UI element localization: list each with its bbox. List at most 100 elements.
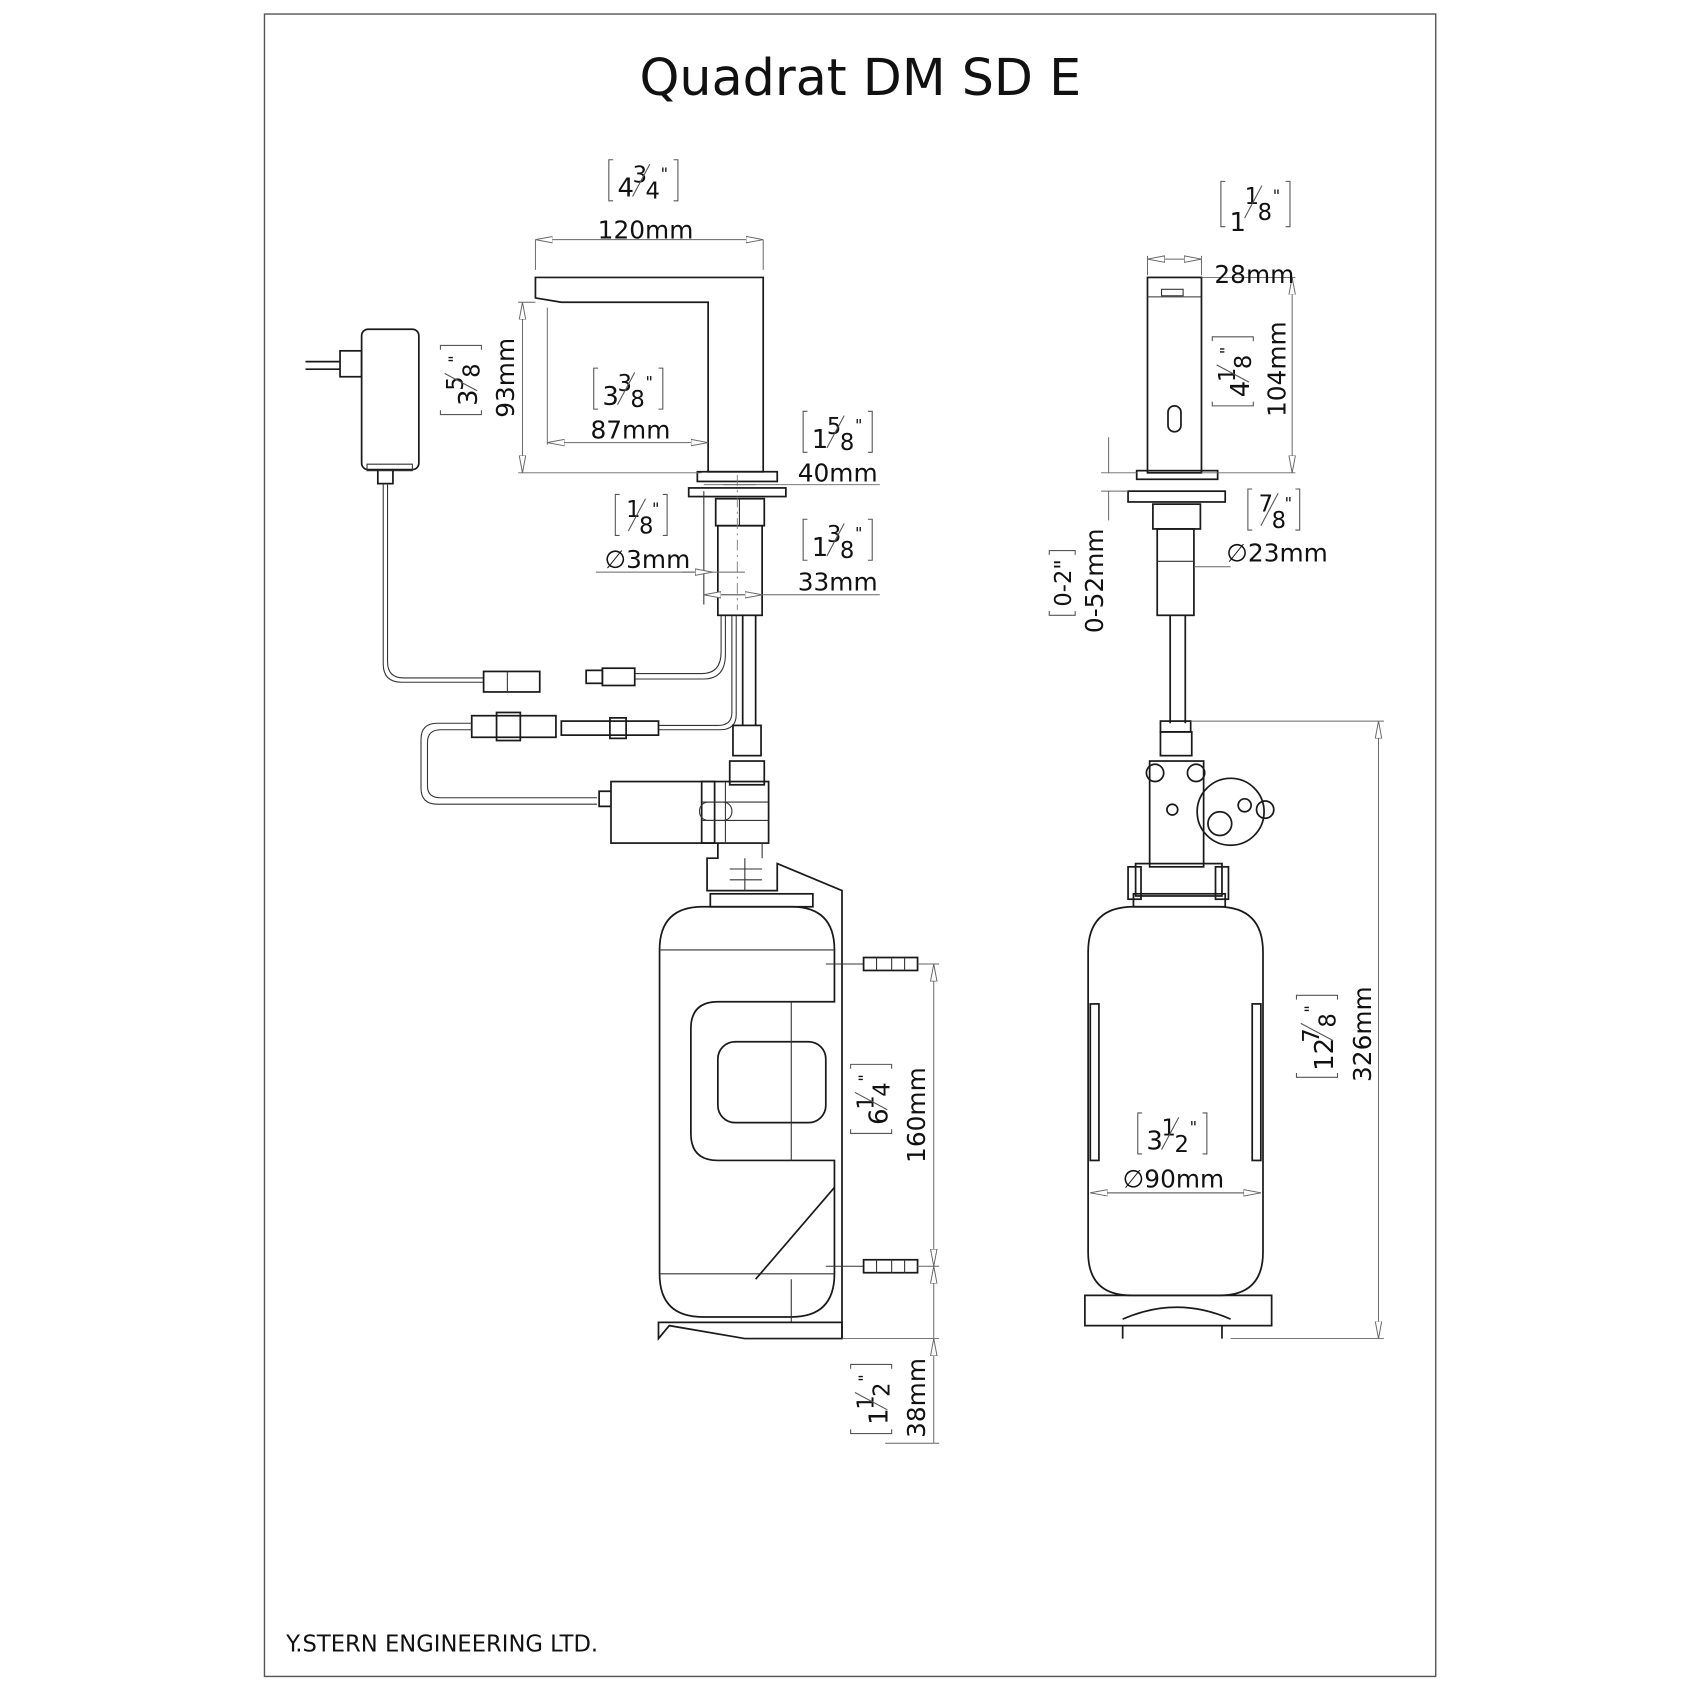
tank-window [716,1040,827,1124]
svg-text:4: 4 [646,179,660,205]
svg-text:": " [652,499,659,518]
dim-tank-height-inch: 12 7 8 " [1295,994,1341,1078]
svg-text:3: 3 [827,522,841,548]
svg-text:4: 4 [617,173,633,203]
svg-text:1: 1 [1215,368,1241,382]
upper-connector-pin [825,956,919,972]
svg-text:": " [1217,347,1236,354]
shank [716,524,763,617]
svg-text:8: 8 [1315,1013,1341,1027]
dim-body-width-inch: 1 1 8 " [1220,180,1291,238]
dim-bottom-clearance-mm: 38mm [902,1358,931,1438]
front-shank [1156,528,1195,617]
side-view: 120mm 4 3 4 " 93mm 3 5 8 " 87mm 3 3 8 " … [305,159,940,1444]
svg-text:4: 4 [1226,381,1256,397]
svg-text:": " [1273,186,1280,205]
dim-body-height-mm: 104mm [1263,321,1292,417]
svg-text:8: 8 [459,363,485,377]
dim-shank-diameter-mm: ∅23mm [1226,538,1328,567]
front-valve [1148,760,1205,868]
valve-cable [658,615,737,731]
valve-connector [470,714,557,739]
svg-text:3: 3 [454,389,484,405]
svg-text:5: 5 [827,414,841,440]
svg-text:1: 1 [853,1395,879,1409]
front-lock-nut [1152,503,1202,530]
sheet-border [263,13,1437,1678]
svg-text:1: 1 [812,425,828,455]
dim-spout-length-mm: 120mm [598,216,694,245]
left-clip [1089,1003,1100,1162]
dim-spout-reach-mm: 87mm [590,415,670,444]
dim-body-height-inch: 4 1 8 " [1211,336,1257,407]
svg-text:": " [445,355,464,362]
svg-text:8: 8 [840,430,854,456]
svg-text:": " [855,524,862,543]
sensor-eye [1167,405,1182,433]
svg-text:": " [646,373,653,392]
sensor-window [1160,288,1184,297]
dim-shank-width-mm: 33mm [798,567,878,596]
svg-text:8: 8 [1231,355,1257,369]
svg-text:3: 3 [633,162,647,188]
svg-text:0-2": 0-2" [1051,559,1077,606]
drawing-title: Quadrat DM SD E [640,48,1082,107]
faucet-body [1146,276,1203,474]
soap-tank [658,905,836,1318]
dim-bottom-clearance-inch: 1 1 2 " [850,1363,895,1435]
hose-coupling [732,724,762,757]
svg-text:2: 2 [1174,1132,1188,1158]
svg-text:7: 7 [1259,492,1273,518]
svg-text:": " [1301,1005,1320,1012]
solenoid-valve [610,780,716,844]
dim-spout-height-mm: 93mm [491,338,520,418]
spout [534,276,765,473]
dim-shank-diameter-inch: 7 8 " [1247,488,1301,534]
supply-hose [1169,615,1187,724]
svg-text:1: 1 [1245,184,1259,210]
svg-text:8: 8 [639,513,653,539]
dim-deck-thickness-mm: 0-52mm [1080,528,1109,633]
power-connector [482,670,541,693]
dim-connector-spacing-mm: 160mm [902,1067,931,1163]
svg-text:3: 3 [1146,1127,1162,1157]
dim-base-width-inch: 1 5 8 " [802,410,873,456]
dim-connector-spacing-inch: 6 1 4 " [850,1063,895,1135]
svg-text:1: 1 [626,497,640,523]
svg-text:7: 7 [1299,1028,1325,1042]
svg-text:": " [855,1374,874,1381]
front-view: 28mm 1 1 8 " 104mm 4 1 8 " 0-52mm 0-2" ∅… [1048,180,1384,1340]
lower-connector-pin [825,1258,919,1274]
svg-text:8: 8 [630,387,644,413]
svg-text:5: 5 [443,376,469,390]
svg-text:3: 3 [602,382,618,412]
svg-text:1: 1 [1162,1116,1176,1142]
svg-text:12: 12 [1310,1038,1340,1071]
dim-tank-diameter-mm: ∅90mm [1123,1164,1225,1193]
dim-base-width-mm: 40mm [798,458,878,487]
svg-text:8: 8 [1258,200,1272,226]
svg-text:6: 6 [864,1108,894,1124]
dim-tank-diameter-inch: 3 1 2 " [1137,1112,1208,1158]
svg-text:8: 8 [840,538,854,564]
power-cable [382,483,484,683]
svg-text:3: 3 [617,371,631,397]
dim-hose-diameter-mm: ∅3mm [605,545,691,574]
svg-text:2: 2 [869,1382,895,1396]
svg-text:": " [1285,493,1292,512]
svg-text:1: 1 [864,1408,894,1424]
power-adapter [305,328,420,485]
sensor-connector-plug [585,669,604,685]
svg-text:4: 4 [869,1082,895,1096]
svg-text:1: 1 [853,1095,879,1109]
svg-text:": " [661,164,668,183]
dim-tank-height-mm: 326mm [1348,986,1377,1082]
mounting-bracket [706,843,843,1339]
dim-body-width-mm: 28mm [1214,260,1294,289]
front-soap-tank [1087,905,1264,1297]
dim-spout-height-inch: 3 5 8 " [439,344,485,416]
dim-hose-diameter-inch: 1 8 " [614,493,668,539]
company-name: Y.STERN ENGINEERING LTD. [285,1632,598,1658]
svg-text:": " [855,416,862,435]
